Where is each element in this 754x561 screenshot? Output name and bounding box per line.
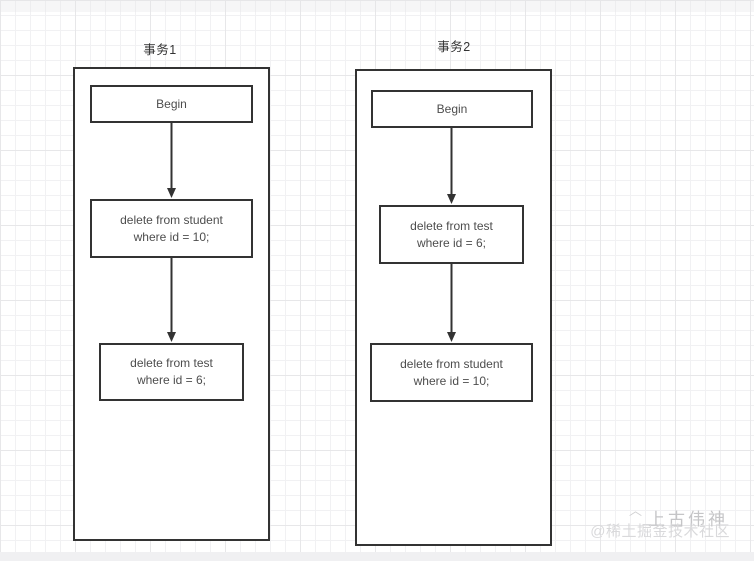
node-label: Begin [156,96,187,111]
flow1-title: 事务1 [143,43,177,57]
watermark-community: @稀土掘金技术社区 [590,523,730,540]
flow1-node-begin: Begin [90,85,253,123]
flow1-container [73,67,270,541]
node-label: delete from student [120,212,223,227]
node-label: delete from test [410,218,493,233]
flow1-node-statement-2: delete from test where id = 6; [99,343,244,401]
watermark-author: 上古伟神 [648,510,728,529]
flow2-node-begin: Begin [371,90,533,128]
node-label-line2: where id = 10; [133,229,210,244]
node-label: Begin [436,101,468,116]
node-label: delete from test [130,356,213,370]
node-label: delete from student [400,356,503,371]
node-label-line2: where id = 6; [136,373,207,387]
flow1-node-statement-1: delete from student where id = 10; [90,199,253,258]
flow2-node-statement-1: delete from test where id = 6; [379,205,524,264]
watermark-mark: ︿ [628,503,642,518]
flow2-title: 事务2 [437,40,471,54]
flow2-node-statement-2: delete from student where id = 10; [370,343,533,402]
node-label-line2: where id = 10; [413,373,490,388]
top-strip [0,0,754,12]
flow2-container [355,69,552,546]
node-label-line2: where id = 6; [416,235,487,250]
bottom-strip [0,552,754,561]
